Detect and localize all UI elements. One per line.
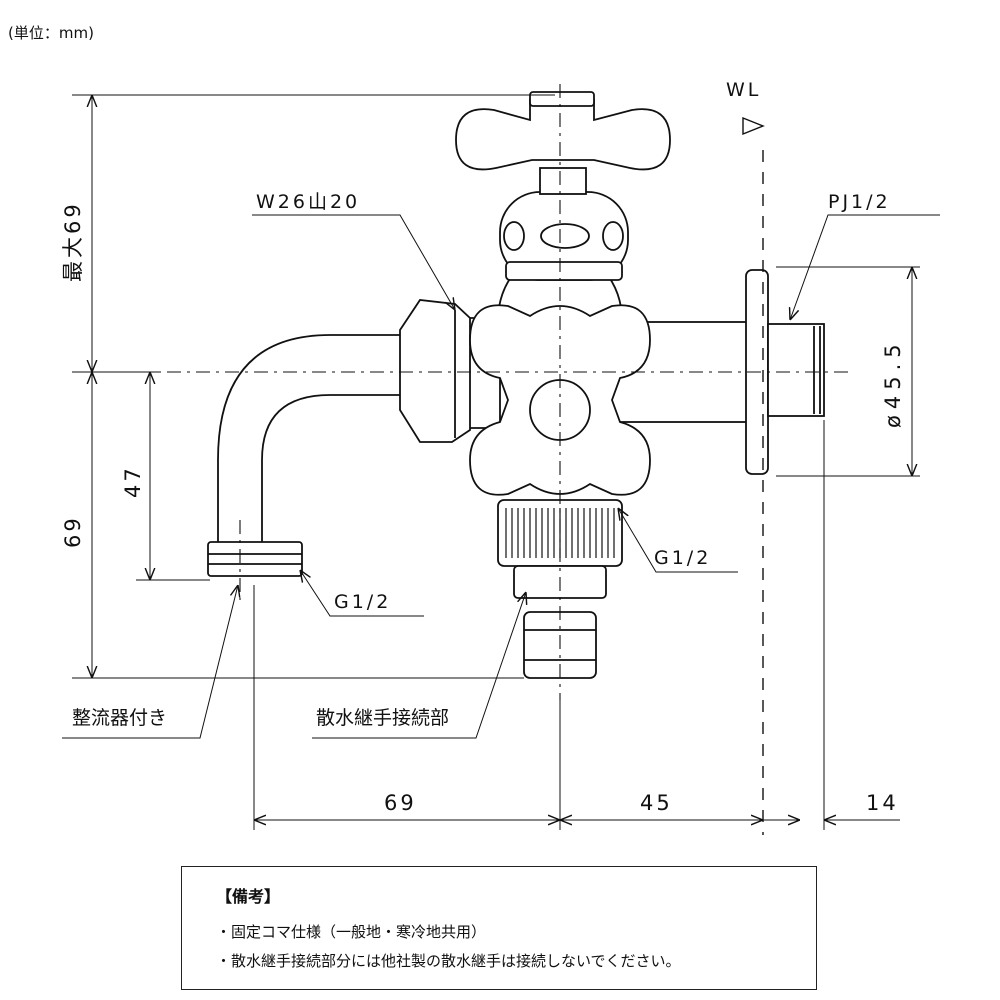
width-69-dim: 69 xyxy=(384,791,417,815)
notes-heading: 【備考】 xyxy=(216,887,281,906)
spout-pipe xyxy=(217,334,406,542)
top-handle xyxy=(455,99,671,171)
notes-item: ・散水継手接続部分には他社製の散水継手は接続しないでください。 xyxy=(216,952,681,970)
g-hose-label: G1/2 xyxy=(654,547,711,569)
hose-connector-label: 散水継手接続部 xyxy=(316,707,449,729)
width-45-dim: 45 xyxy=(640,791,673,815)
aerator-label: 整流器付き xyxy=(72,707,167,729)
faucet-body xyxy=(207,91,825,679)
diameter-dim: ø45.5 xyxy=(881,338,905,428)
height-47-dim: 47 xyxy=(121,465,145,498)
faucet-drawing: WL W26山20 PJ1/2 G1/2 G1/2 整流器付き 散水継手接続部 … xyxy=(61,79,940,835)
knurl-lines xyxy=(505,508,615,558)
notes-item: ・固定コマ仕様（一般地・寒冷地共用） xyxy=(216,923,487,941)
wl-triangle xyxy=(742,116,765,136)
w26-label: W26山20 xyxy=(256,191,360,213)
stem xyxy=(539,167,587,195)
aerator-nut xyxy=(207,541,303,577)
dimension-lines xyxy=(92,95,912,820)
pj-thread xyxy=(767,323,825,417)
union-nut xyxy=(399,299,471,443)
width-14-dim: 14 xyxy=(866,791,899,815)
extension-lines xyxy=(72,94,920,830)
pj-label: PJ1/2 xyxy=(828,191,891,213)
notes-box: 【備考】 ・固定コマ仕様（一般地・寒冷地共用） ・散水継手接続部分には他社製の散… xyxy=(181,866,817,990)
max-height-dim: 最大69 xyxy=(61,201,85,282)
g-spout-label: G1/2 xyxy=(334,591,391,613)
leader-lines xyxy=(62,214,940,739)
height-69-dim: 69 xyxy=(61,515,85,548)
unit-label: (単位：mm) xyxy=(8,24,94,42)
wl-label: WL xyxy=(726,79,761,101)
